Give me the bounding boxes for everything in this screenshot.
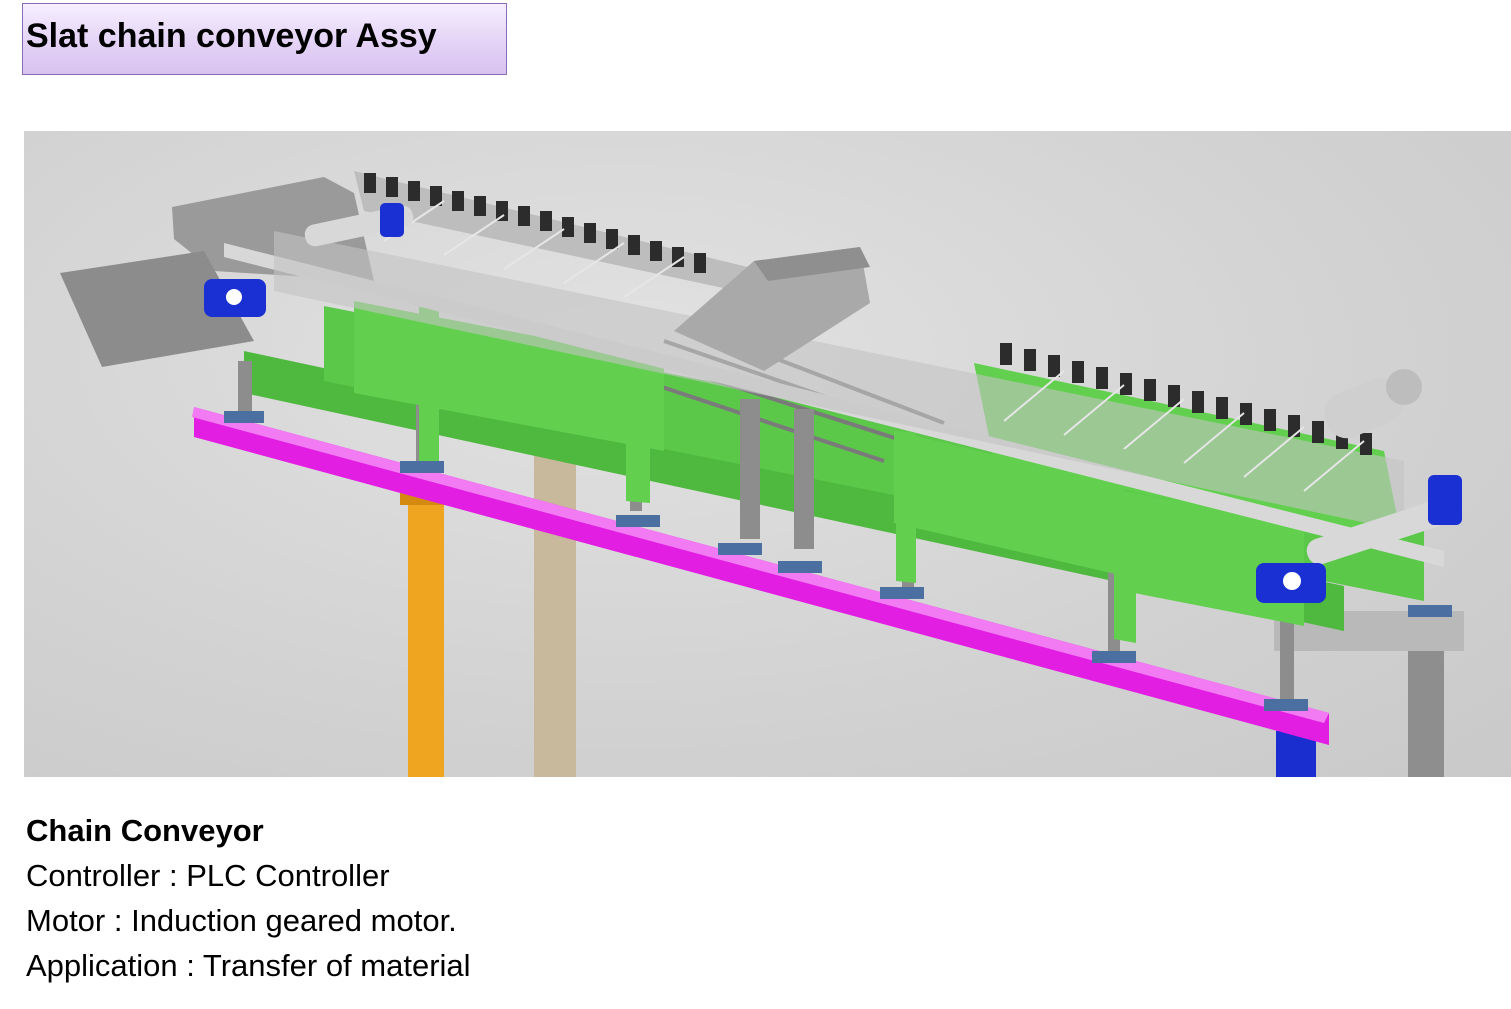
motor-fan-cover	[1386, 369, 1422, 405]
geared-motor	[1324, 377, 1404, 439]
foot-plates	[224, 411, 1452, 711]
inlet-chute-lower	[60, 251, 254, 367]
spec-heading: Chain Conveyor	[26, 813, 264, 848]
tan-post	[534, 419, 576, 777]
conveyor-illustration	[60, 171, 1464, 777]
slat-teeth-right	[1000, 343, 1372, 455]
grey-post	[1408, 631, 1444, 777]
spec-controller: Controller : PLC Controller	[26, 858, 390, 893]
conveyor-render-image	[24, 131, 1511, 777]
drive-shaft-right	[1306, 499, 1452, 565]
middle-hopper	[674, 247, 870, 371]
slat-teeth-left	[364, 173, 706, 273]
orange-post	[408, 497, 444, 777]
spec-motor: Motor : Induction geared motor.	[26, 903, 457, 938]
page-title: Slat chain conveyor Assy	[26, 17, 437, 55]
title-box: Slat chain conveyor Assy	[22, 3, 507, 75]
spec-list: Chain Conveyor Controller : PLC Controll…	[26, 808, 471, 988]
spec-application: Application : Transfer of material	[26, 948, 471, 983]
slat-bed	[274, 231, 1404, 531]
